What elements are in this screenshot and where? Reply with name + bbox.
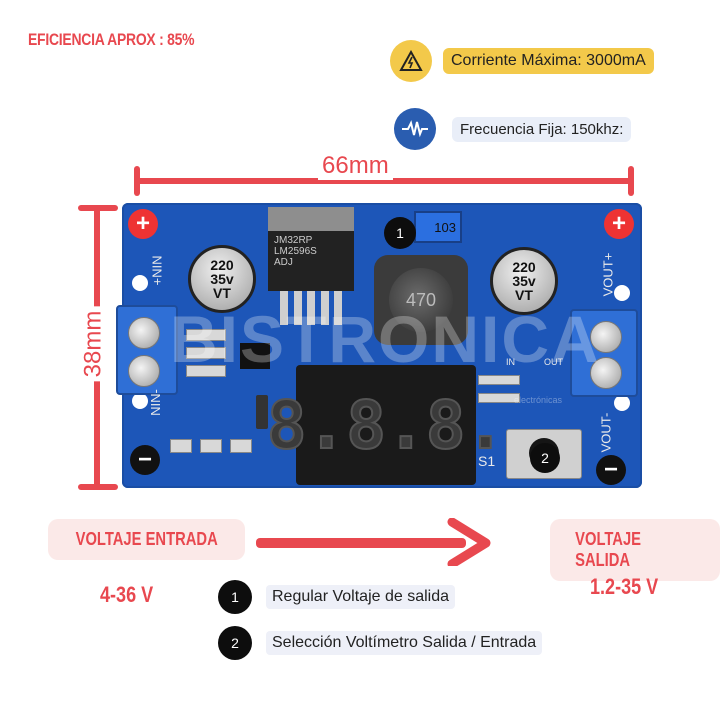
max-current-label: Corriente Máxima: 3000mA: [443, 48, 654, 74]
silk-in: IN: [506, 357, 515, 367]
smd-diode: [256, 395, 268, 429]
output-voltage-range: 1.2-35 V: [590, 574, 659, 599]
output-terminal: [570, 309, 638, 397]
efficiency-title: EFICIENCIA APROX : 85%: [28, 30, 195, 49]
screw: [128, 355, 160, 387]
silk-nin-plus: +NIN: [149, 255, 165, 286]
flow-arrow: [256, 517, 492, 569]
legend-number: 1: [218, 580, 252, 614]
plus-badge-left: +: [128, 209, 158, 239]
smd-group-left: [186, 329, 226, 389]
screw: [590, 321, 622, 353]
watermark-small: electrónicas: [514, 395, 563, 405]
silk-vout-minus: VOUT-: [598, 412, 614, 453]
mount-hole: [132, 275, 148, 291]
input-voltage-text: VOLTAJE ENTRADA: [75, 529, 218, 549]
output-voltage-text: VOLTAJE SALIDA: [575, 529, 642, 570]
waveform-icon: [394, 108, 436, 150]
chip-code: ADJ: [274, 257, 293, 268]
height-label: 38mm: [79, 306, 108, 382]
smd-group-right: [478, 375, 538, 435]
mount-hole: [614, 395, 630, 411]
mount-hole: [132, 393, 148, 409]
silk-out: OUT: [544, 357, 563, 367]
regulator-chip: JM32RP LM2596S ADJ: [268, 231, 354, 291]
chip-label: LM2596S: [274, 246, 317, 257]
legend-number: 2: [218, 626, 252, 660]
width-dimension: [134, 166, 634, 196]
pcb-board: + + − − +NIN NIN- VOUT+ VOUT- S1 IN OUT …: [116, 203, 642, 488]
frequency-label: Frecuencia Fija: 150khz:: [452, 117, 632, 142]
smd-row: [170, 439, 270, 453]
silk-s1: S1: [478, 453, 496, 469]
legend-item: 2 Selección Voltímetro Salida / Entrada: [218, 626, 543, 660]
capacitor-left: 220 35v VT: [188, 245, 256, 313]
mount-hole: [614, 285, 630, 301]
legend: 1 Regular Voltaje de salida 2 Selección …: [218, 580, 543, 660]
width-label: 66mm: [318, 152, 393, 180]
legend-item: 1 Regular Voltaje de salida: [218, 580, 542, 614]
pot-label: 103: [434, 219, 456, 235]
watermark: BISTRONICA: [170, 302, 601, 376]
input-voltage-range: 4-36 V: [100, 582, 154, 607]
input-voltage-label: VOLTAJE ENTRADA: [48, 519, 246, 560]
chip-pins: [280, 291, 342, 325]
legend-text: Selección Voltímetro Salida / Entrada: [266, 631, 543, 655]
screw: [590, 357, 622, 389]
chip-sub-label: JM32RP: [274, 235, 313, 246]
inductor-core: 470: [389, 268, 453, 332]
silk-nin-minus: NIN-: [147, 389, 163, 416]
inductor: 470: [374, 255, 468, 345]
marker-2: 2: [530, 443, 560, 473]
minus-badge-right: −: [596, 455, 626, 485]
minus-badge-left: −: [130, 445, 160, 475]
screw: [128, 317, 160, 349]
marker-1: 1: [384, 217, 416, 249]
voltmeter-display: 8.8.8.: [266, 365, 506, 485]
silk-vout-plus: VOUT+: [600, 252, 616, 297]
transistor: [240, 343, 270, 369]
output-voltage-label: VOLTAJE SALIDA: [550, 519, 720, 581]
input-terminal: [116, 305, 178, 395]
potentiometer[interactable]: 103: [414, 211, 462, 243]
display-digits: 8.8.8.: [266, 386, 506, 465]
legend-text: Regular Voltaje de salida: [266, 585, 456, 609]
warning-icon: [390, 40, 432, 82]
plus-badge-right: +: [604, 209, 634, 239]
capacitor-right: 220 35v VT: [490, 247, 558, 315]
